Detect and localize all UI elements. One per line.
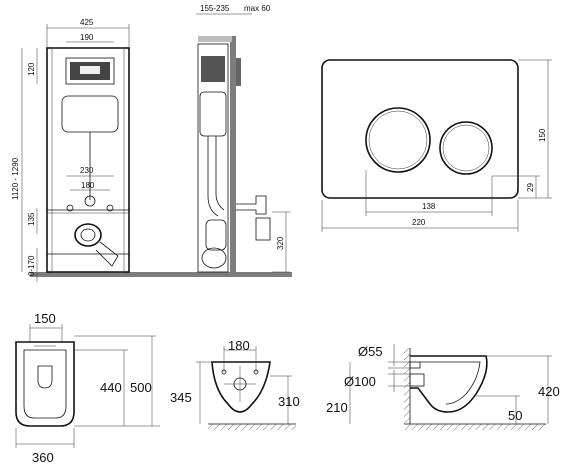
dim-length-outer: 500 — [130, 380, 152, 395]
dim-outlet-dia: Ø100 — [344, 374, 376, 389]
dim-bowl-width: 360 — [32, 450, 54, 465]
floor-strip — [30, 272, 292, 277]
dim-pipe-inner: 180 — [81, 181, 95, 190]
side-bowl-outline — [410, 355, 488, 413]
side-inlet — [409, 361, 421, 369]
dim-seat-width: 150 — [34, 311, 56, 326]
side-floor-hatch — [404, 424, 546, 430]
bowl-side-view: Ø55 Ø100 210 50 420 — [326, 344, 560, 430]
frame-front-view: 425 190 230 180 1120 - 1290 120 135 0-17… — [11, 18, 292, 282]
dim-outlet-drop: 320 — [276, 236, 285, 250]
dim-plate-width: 220 — [412, 218, 426, 227]
dim-rear-height-right: 310 — [278, 394, 300, 409]
dim-max-depth: max 60 — [244, 4, 271, 13]
dim-depth: 155-235 — [200, 4, 230, 13]
water-inlet — [84, 195, 96, 207]
dim-plate-height: 150 — [538, 128, 547, 142]
bowl-outline — [15, 341, 75, 427]
bolt-left — [66, 204, 74, 212]
rear-bowl-outline — [211, 361, 271, 413]
rear-floor-hatch — [208, 424, 296, 430]
dim-button-offset: 29 — [526, 183, 535, 192]
dim-foot-adjust: 0-170 — [27, 255, 36, 276]
bowl-rear-view: 180 345 310 — [170, 338, 300, 430]
flush-panel — [65, 57, 115, 85]
frame-outline — [46, 47, 130, 273]
bolt-right — [106, 204, 114, 212]
side-trap — [201, 247, 227, 269]
side-mechanism — [201, 56, 225, 82]
cistern — [61, 95, 119, 133]
dim-inlet-dia: Ø55 — [358, 344, 383, 359]
frame-side-view: 155-235 max 60 320 — [196, 4, 290, 276]
dim-length-inner: 440 — [100, 380, 122, 395]
button-large — [365, 107, 431, 173]
flush-plate-view: 150 29 138 220 — [321, 59, 552, 232]
dim-pipe-span: 230 — [80, 166, 94, 175]
dim-rear-spacing: 180 — [228, 338, 250, 353]
bowl-top-view: 150 440 500 360 — [15, 311, 160, 465]
dim-total-height: 1120 - 1290 — [11, 157, 20, 200]
side-outlet — [409, 373, 425, 387]
dim-frame-width: 425 — [80, 18, 94, 27]
dim-bowl-height: 420 — [538, 384, 560, 399]
dim-buttons-span: 138 — [422, 202, 436, 211]
dim-rear-height-left: 345 — [170, 390, 192, 405]
dim-floor-height: 210 — [326, 400, 348, 415]
wall-section — [230, 36, 236, 276]
dim-outlet-height: 135 — [27, 212, 36, 226]
dim-panel-width: 190 — [80, 33, 94, 42]
button-small — [439, 121, 493, 175]
dim-top-height: 120 — [27, 62, 36, 76]
side-cistern — [199, 91, 227, 137]
outlet-pipe — [74, 223, 102, 247]
dim-outlet-offset: 50 — [508, 408, 522, 423]
flush-plate — [321, 59, 519, 199]
